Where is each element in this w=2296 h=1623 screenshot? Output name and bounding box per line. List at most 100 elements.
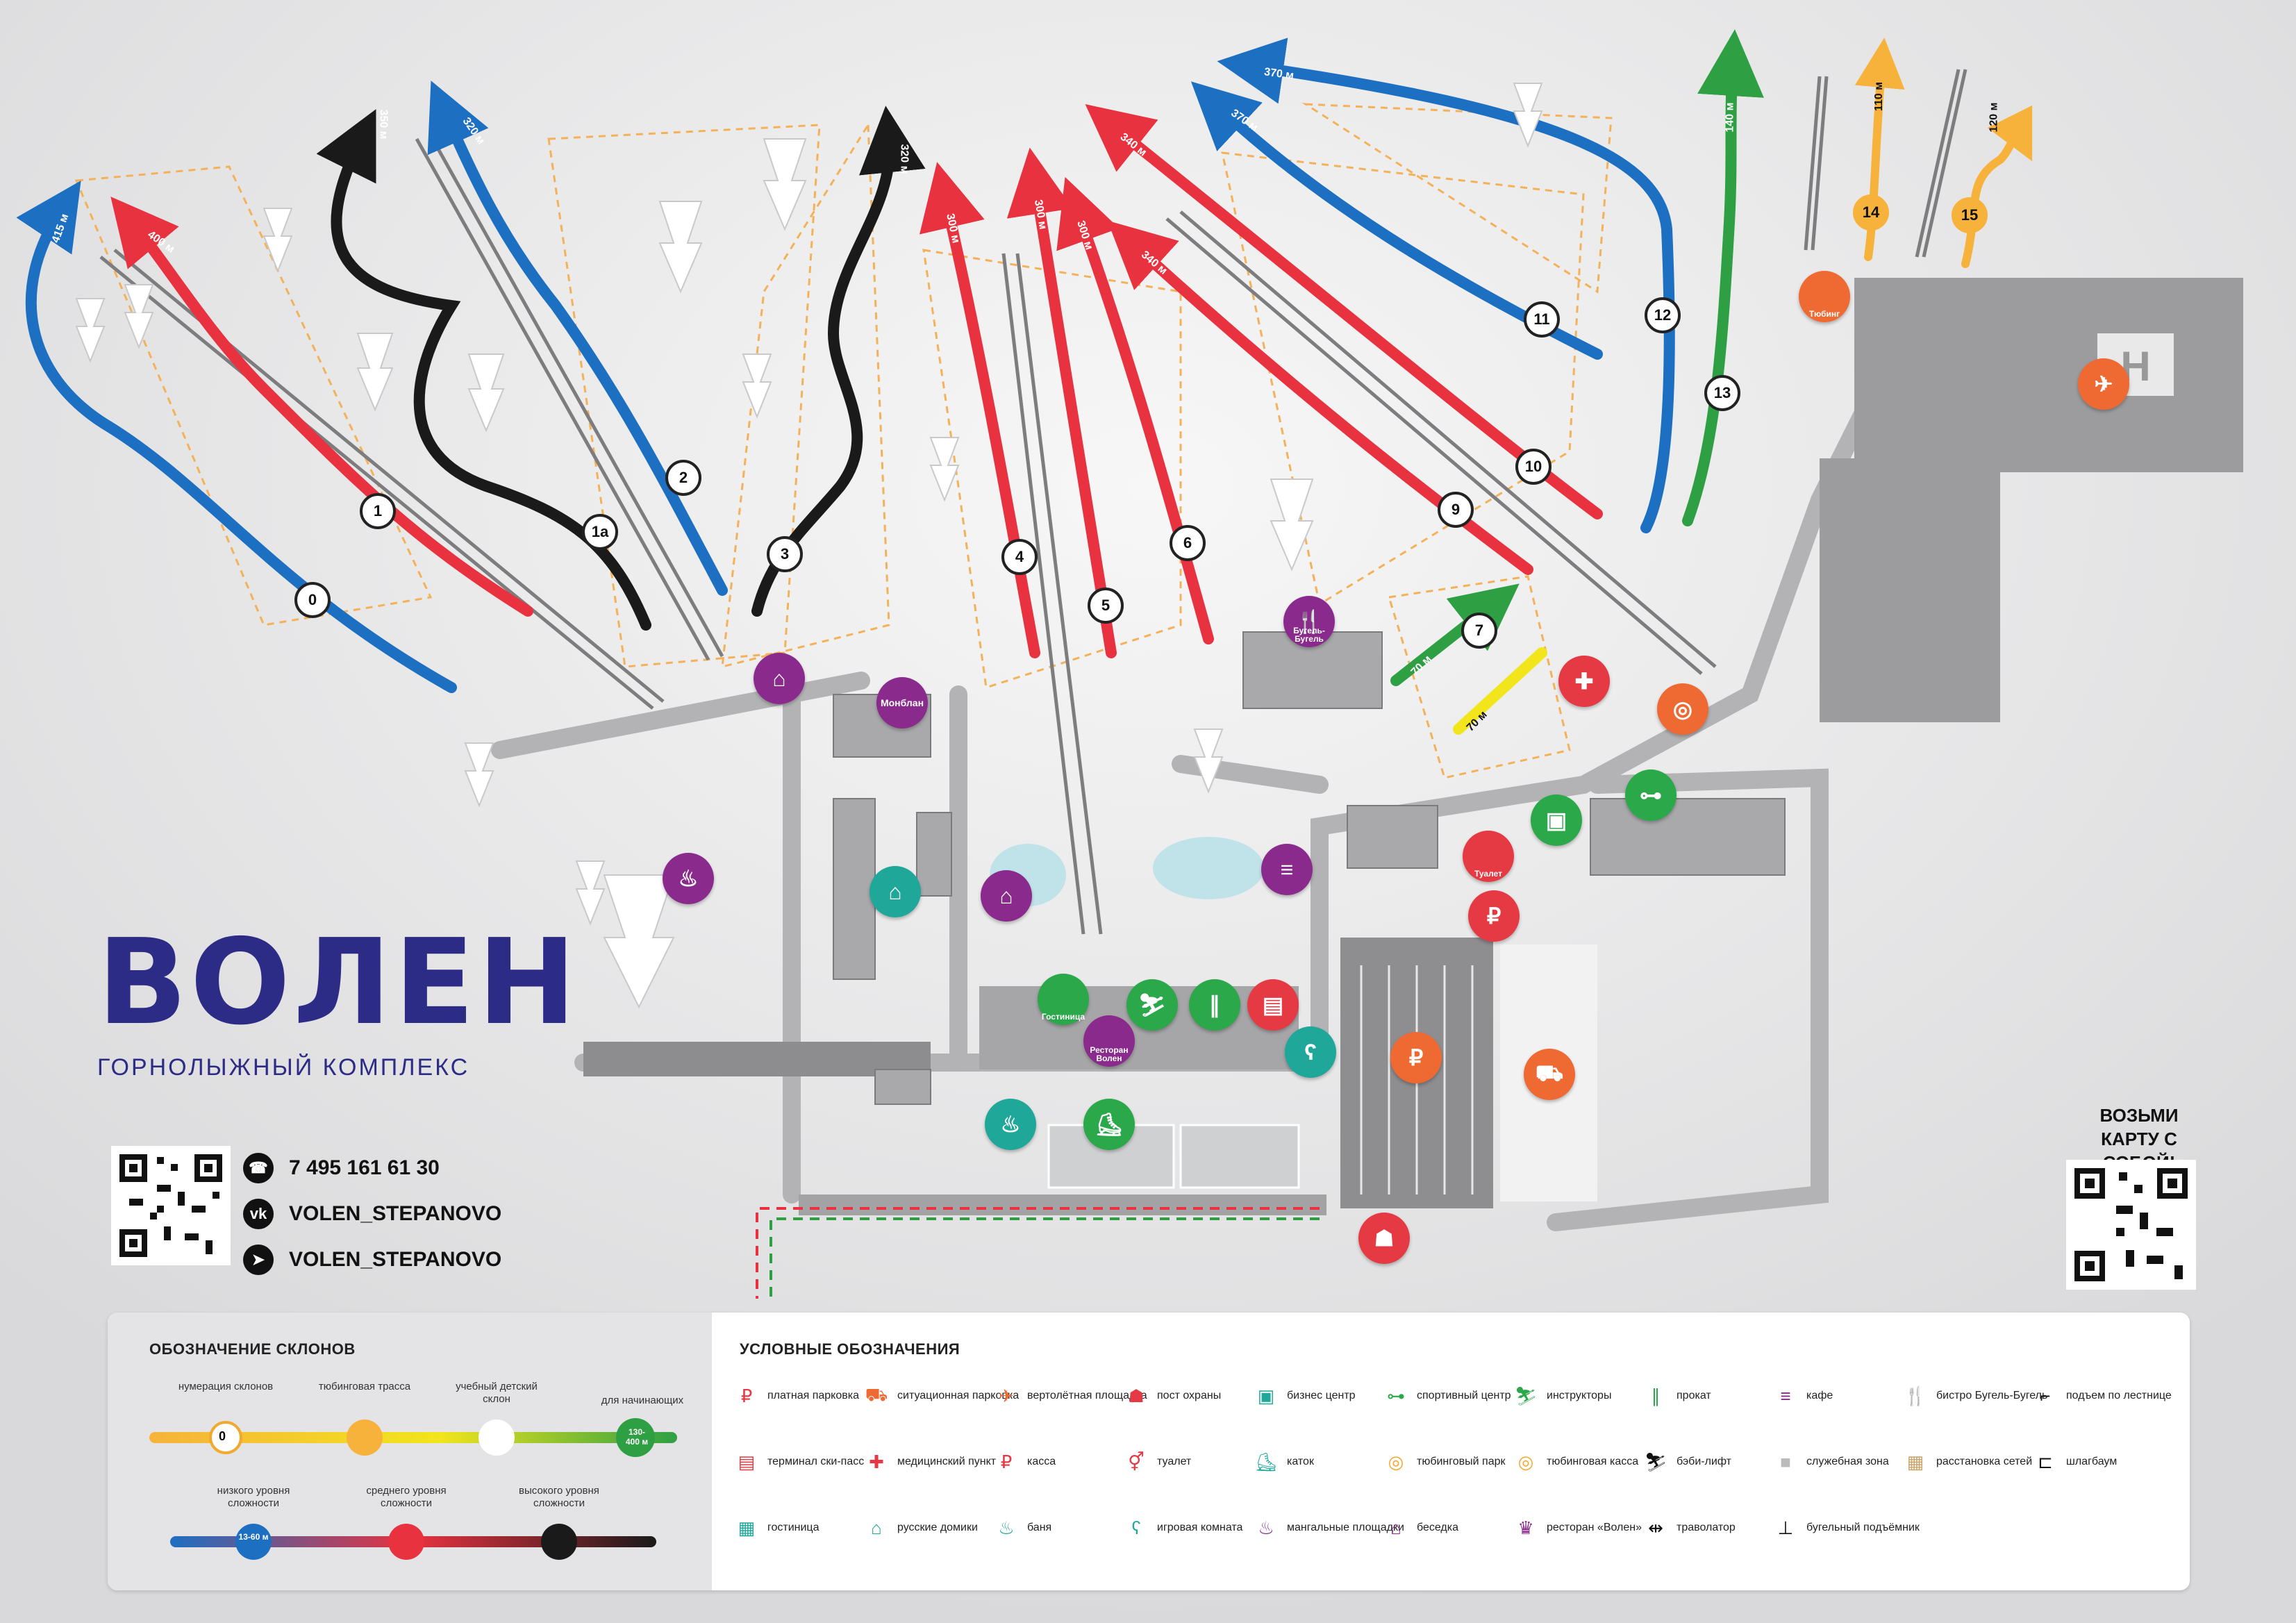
slope-label-tubing: тюбинговая трасса [318, 1381, 411, 1392]
phone-icon: ☎ [243, 1153, 274, 1183]
slope-number-1[interactable]: 1 [360, 493, 396, 529]
legend-item-label: беседка [1417, 1521, 1459, 1533]
skipass-marker[interactable]: ▤ [1247, 979, 1299, 1031]
slope-number-9[interactable]: 9 [1438, 492, 1474, 528]
cafe-marker[interactable]: ≡ [1261, 844, 1313, 895]
slope-legend-title: ОБОЗНАЧЕНИЕ СКЛОНОВ [149, 1340, 356, 1358]
restaurant-marker[interactable]: Ресторан Волен [1083, 1015, 1135, 1067]
legend-item: ▦ гостиница [733, 1514, 906, 1542]
vk-row[interactable]: vk VOLEN_STEPANOVO [243, 1199, 501, 1229]
guard-icon: ☗ [1374, 1226, 1395, 1251]
legend-item-label: баня [1027, 1521, 1052, 1533]
legend-item: 🍴бистро Бугель-Бугель [1902, 1382, 2075, 1410]
bugel-label: Бугель-Бугель [1293, 626, 1325, 644]
slope-number-2[interactable]: 2 [665, 460, 701, 496]
helipad-marker[interactable]: ✈ [2078, 358, 2129, 410]
slope-label-beginner: для начинающих [601, 1395, 684, 1406]
medical-marker[interactable]: ✚ [1558, 656, 1610, 707]
legend-item-label: спортивный центр [1417, 1389, 1511, 1401]
field-2 [1179, 1124, 1300, 1189]
take-map-qr-code[interactable] [2066, 1160, 2196, 1290]
gazebo-marker-2[interactable]: ⌂ [981, 870, 1032, 922]
legend-item-label: русские домики [897, 1521, 978, 1533]
slope-number-11[interactable]: 11 [1524, 301, 1560, 338]
grill-icon: ♨ [678, 866, 699, 891]
house-icon: ⌂ [888, 879, 902, 904]
length-13: 140 м [1724, 102, 1736, 133]
dumbbell-icon: ⊶ [1640, 783, 1662, 808]
vk-icon: vk [243, 1199, 274, 1229]
rental-icon: ∥ [1209, 992, 1220, 1017]
legend-item: ⚥туалет [1122, 1448, 1296, 1476]
rental-icon: ∥ [1651, 1385, 1661, 1406]
legend-item: ♨баня [992, 1514, 1166, 1542]
main-road [583, 1042, 931, 1076]
legend-item-label: пост охраны [1157, 1389, 1222, 1401]
slope-number-13[interactable]: 13 [1704, 375, 1740, 411]
slope-number-1a[interactable]: 1а [582, 514, 618, 550]
bugel-bistro-marker[interactable]: 🍴Бугель-Бугель [1283, 596, 1335, 647]
legend-item: ⌐подъем по лестнице [2031, 1382, 2205, 1410]
slope-number-5[interactable]: 5 [1088, 588, 1124, 624]
instructor-icon: ⛷ [1514, 1385, 1538, 1406]
cottages-marker[interactable]: ⌂ [870, 866, 921, 917]
legend-item: ≡кафе [1772, 1382, 1945, 1410]
legend-item: ⊥бугельный подъёмник [1772, 1514, 1945, 1542]
tubing-cash-marker[interactable]: ◎ [1657, 683, 1708, 735]
legend-item-label: гостиница [767, 1521, 820, 1533]
slope-number-0[interactable]: 0 [294, 582, 331, 618]
tubing-marker[interactable]: Тюбинг [1799, 271, 1850, 322]
legend-item: ⊶спортивный центр [1382, 1382, 1556, 1410]
slope-number-10[interactable]: 10 [1515, 449, 1552, 485]
contacts-block: ☎ 7 495 161 61 30 vk VOLEN_STEPANOVO ➤ V… [111, 1146, 597, 1275]
slope-number-6[interactable]: 6 [1170, 525, 1206, 561]
symbols-legend-title: УСЛОВНЫЕ ОБОЗНАЧЕНИЯ [740, 1340, 960, 1358]
telegram-icon: ➤ [243, 1245, 274, 1275]
chef-icon: ♛ [1517, 1517, 1534, 1538]
cashier-icon: ₽ [1000, 1451, 1013, 1472]
monblan-marker[interactable]: Монблан [876, 677, 928, 729]
paid-parking-marker[interactable]: ₽ [1390, 1032, 1442, 1083]
stairs-icon: ⌐ [2040, 1385, 2051, 1406]
grill-marker[interactable]: ♨ [663, 853, 714, 904]
legend-item: ⇹траволатор [1642, 1514, 1815, 1542]
legend-item: ⛸каток [1252, 1448, 1426, 1476]
phone-number: 7 495 161 61 30 [289, 1156, 440, 1179]
phone-row[interactable]: ☎ 7 495 161 61 30 [243, 1153, 440, 1183]
slope-number-3[interactable]: 3 [767, 536, 803, 572]
skate-icon: ⛸ [1095, 1112, 1124, 1137]
legend-item-label: ситуационная парковка [897, 1389, 1020, 1401]
guard-post-marker[interactable]: ☗ [1358, 1213, 1410, 1264]
contacts-qr-code[interactable] [111, 1146, 231, 1265]
hotel-marker[interactable]: Гостиница [1038, 974, 1089, 1025]
instructors-marker[interactable]: ⛷ [1126, 979, 1178, 1031]
skating-marker[interactable]: ⛸ [1083, 1099, 1135, 1150]
medical-icon: ✚ [869, 1451, 884, 1472]
slope-number-14[interactable]: 14 [1853, 194, 1889, 231]
medical-icon: ✚ [1574, 669, 1594, 694]
slope-number-12[interactable]: 12 [1645, 297, 1681, 333]
hotel-icon: ▦ [738, 1517, 756, 1538]
gazebo-icon: ⌂ [1390, 1517, 1401, 1538]
telegram-row[interactable]: ➤ VOLEN_STEPANOVO [243, 1245, 501, 1275]
business-center-marker[interactable]: ▣ [1531, 794, 1582, 846]
playroom-marker[interactable]: ʕ [1285, 1026, 1336, 1078]
situational-parking-marker[interactable]: ⛟ [1524, 1049, 1575, 1100]
cashier-marker[interactable]: ₽ [1468, 890, 1520, 942]
bath-marker[interactable]: ♨ [985, 1099, 1036, 1150]
legend-item-label: траволатор [1677, 1521, 1736, 1533]
rental-marker[interactable]: ∥ [1189, 979, 1240, 1031]
slope-number-7[interactable]: 7 [1461, 613, 1497, 649]
paid-parking-icon: ₽ [740, 1385, 753, 1406]
gazebo-marker[interactable]: ⌂ [754, 653, 805, 704]
slope-number-15[interactable]: 15 [1952, 197, 1988, 233]
slope-number-4[interactable]: 4 [1001, 539, 1038, 575]
legend-item-label: платная парковка [767, 1389, 860, 1401]
slope-label-kids: учебный детский склон [456, 1381, 538, 1405]
legend-item-label: бугельный подъёмник [1806, 1521, 1920, 1533]
legend-item: ♨мангальные площадки [1252, 1514, 1426, 1542]
brand-name: ВОЛЕН [97, 914, 579, 1051]
sports-center-marker[interactable]: ⊶ [1625, 769, 1677, 821]
toilet-marker[interactable]: Туалет [1463, 831, 1514, 882]
